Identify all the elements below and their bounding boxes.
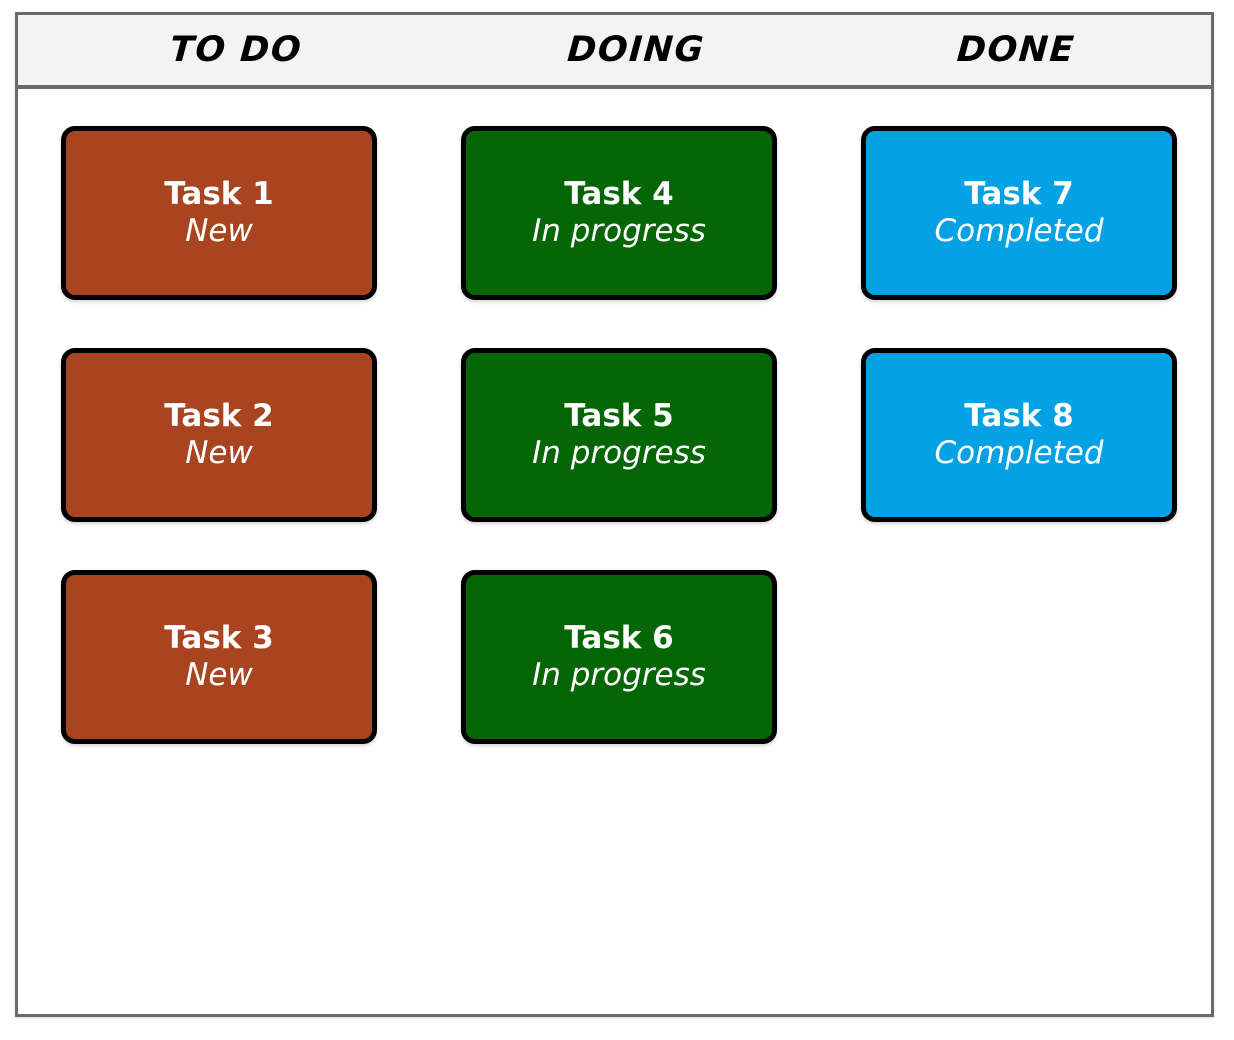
column-header-done: DONE — [955, 29, 1077, 70]
board-columns: Task 1 New Task 2 New Task 3 New Task 4 … — [18, 89, 1211, 1012]
card-task-6[interactable]: Task 6 In progress — [461, 570, 777, 744]
card-status: New — [185, 435, 253, 471]
card-title: Task 7 — [964, 176, 1074, 213]
column-done[interactable]: Task 7 Completed Task 8 Completed — [818, 89, 1218, 1012]
card-task-1[interactable]: Task 1 New — [61, 126, 377, 300]
card-task-7[interactable]: Task 7 Completed — [861, 126, 1177, 300]
board-header-row: TO DO DOING DONE — [18, 15, 1211, 89]
card-title: Task 1 — [164, 176, 274, 213]
card-task-2[interactable]: Task 2 New — [61, 348, 377, 522]
card-title: Task 4 — [564, 176, 674, 213]
column-doing[interactable]: Task 4 In progress Task 5 In progress Ta… — [418, 89, 818, 1012]
card-title: Task 5 — [564, 398, 674, 435]
card-task-8[interactable]: Task 8 Completed — [861, 348, 1177, 522]
card-title: Task 8 — [964, 398, 1074, 435]
column-header-todo: TO DO — [168, 29, 304, 70]
card-status: In progress — [532, 213, 706, 249]
card-status: In progress — [532, 435, 706, 471]
card-status: New — [185, 213, 253, 249]
card-status: Completed — [934, 435, 1104, 471]
card-task-4[interactable]: Task 4 In progress — [461, 126, 777, 300]
column-header-doing: DOING — [565, 29, 707, 70]
card-title: Task 6 — [564, 620, 674, 657]
column-todo[interactable]: Task 1 New Task 2 New Task 3 New — [18, 89, 418, 1012]
card-task-5[interactable]: Task 5 In progress — [461, 348, 777, 522]
card-title: Task 3 — [164, 620, 274, 657]
card-status: Completed — [934, 213, 1104, 249]
card-status: New — [185, 657, 253, 693]
card-title: Task 2 — [164, 398, 274, 435]
kanban-board: TO DO DOING DONE Task 1 New Task 2 New T… — [15, 12, 1214, 1017]
card-task-3[interactable]: Task 3 New — [61, 570, 377, 744]
card-status: In progress — [532, 657, 706, 693]
